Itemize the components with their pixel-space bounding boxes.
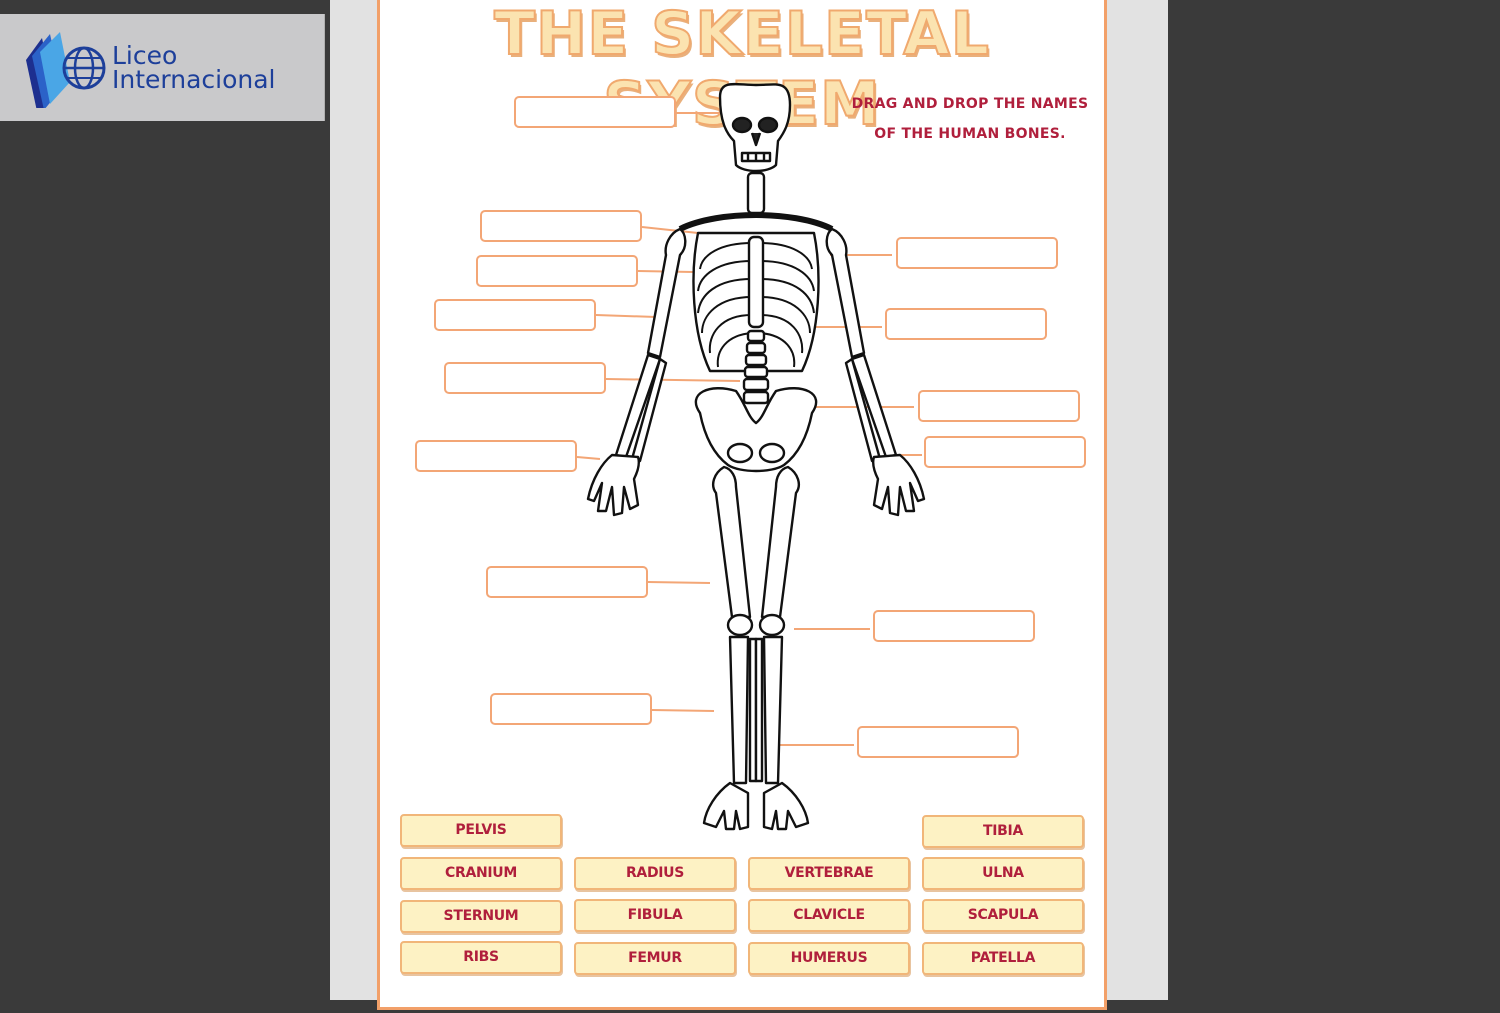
- word-chip-radius[interactable]: RADIUS: [574, 857, 736, 890]
- drop-zone-11[interactable]: [918, 390, 1080, 422]
- instructions-line-2: OF THE HUMAN BONES.: [874, 126, 1066, 142]
- drop-zone-7[interactable]: [486, 566, 648, 598]
- liceo-logo-icon: [26, 32, 106, 108]
- drop-zone-3[interactable]: [476, 255, 638, 287]
- word-chip-ribs[interactable]: RIBS: [400, 941, 562, 974]
- word-chip-femur[interactable]: FEMUR: [574, 942, 736, 975]
- drop-zone-13[interactable]: [873, 610, 1035, 642]
- instructions-line-1: DRAG AND DROP THE NAMES: [851, 96, 1089, 112]
- logo-line-2: Internacional: [112, 65, 276, 94]
- word-chip-fibula[interactable]: FIBULA: [574, 899, 736, 932]
- drop-zone-14[interactable]: [857, 726, 1019, 758]
- drop-zone-12[interactable]: [924, 436, 1086, 468]
- drop-zone-10[interactable]: [885, 308, 1047, 340]
- logo-wordmark: Liceo Internacional: [112, 41, 276, 94]
- word-chip-cranium[interactable]: CRANIUM: [400, 857, 562, 890]
- word-chip-pelvis[interactable]: PELVIS: [400, 814, 562, 847]
- logo-panel: Liceo Internacional: [0, 14, 325, 121]
- drop-zone-5[interactable]: [444, 362, 606, 394]
- worksheet-viewer: THE SKELETAL SYSTEM DRAG AND DROP THE NA…: [330, 0, 1168, 1010]
- instructions: DRAG AND DROP THE NAMES OF THE HUMAN BON…: [840, 89, 1100, 149]
- leader-lines: [576, 112, 922, 746]
- drop-zone-1[interactable]: [514, 96, 676, 128]
- word-chip-ulna[interactable]: ULNA: [922, 857, 1084, 890]
- logo-line-1: Liceo: [112, 41, 178, 70]
- worksheet-page: THE SKELETAL SYSTEM DRAG AND DROP THE NA…: [377, 0, 1107, 1010]
- drop-zone-6[interactable]: [415, 440, 577, 472]
- drop-zone-9[interactable]: [896, 237, 1058, 269]
- word-chip-clavicle[interactable]: CLAVICLE: [748, 899, 910, 932]
- word-chip-patella[interactable]: PATELLA: [922, 942, 1084, 975]
- word-chip-tibia[interactable]: TIBIA: [922, 815, 1084, 848]
- drop-zone-8[interactable]: [490, 693, 652, 725]
- word-chip-humerus[interactable]: HUMERUS: [748, 942, 910, 975]
- drop-zone-4[interactable]: [434, 299, 596, 331]
- word-chip-vertebrae[interactable]: VERTEBRAE: [748, 857, 910, 890]
- drop-zone-2[interactable]: [480, 210, 642, 242]
- word-chip-sternum[interactable]: STERNUM: [400, 900, 562, 933]
- word-chip-scapula[interactable]: SCAPULA: [922, 899, 1084, 932]
